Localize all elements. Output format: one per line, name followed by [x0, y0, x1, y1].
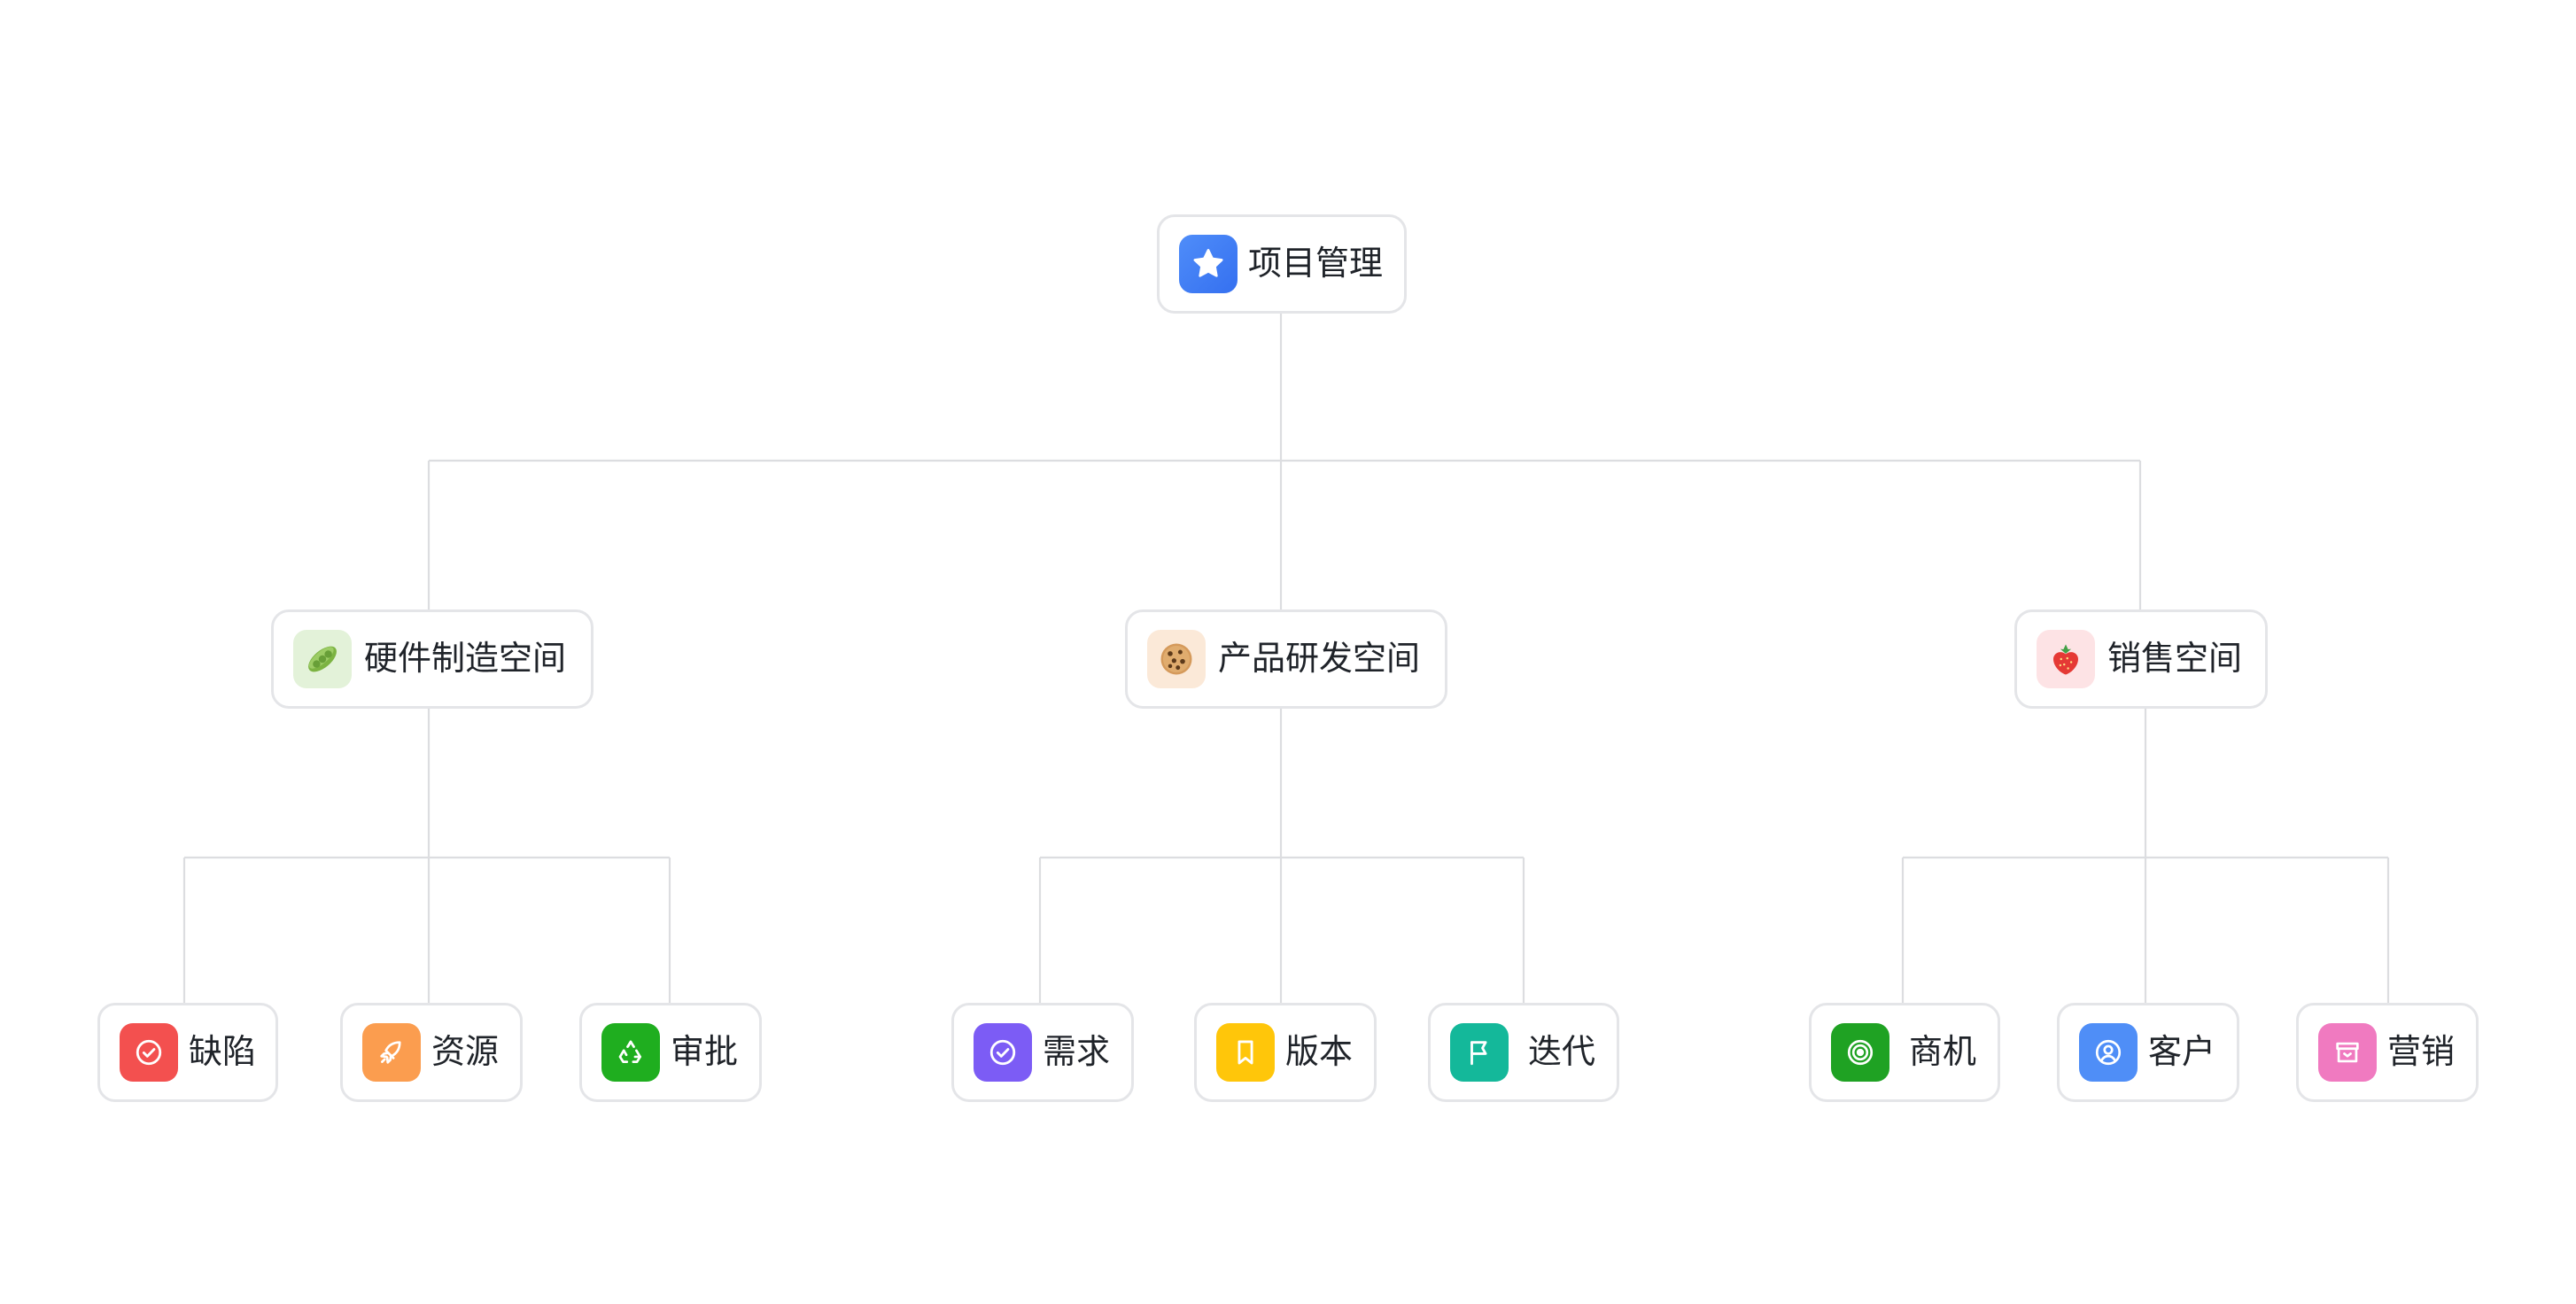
item-label-version: 版本: [1285, 1034, 1354, 1071]
item-label-approval: 审批: [671, 1034, 739, 1071]
star-icon: [1179, 235, 1238, 293]
flag-icon: [1450, 1023, 1509, 1082]
space-label-hardware: 硬件制造空间: [364, 640, 567, 678]
item-label-defect: 缺陷: [189, 1034, 257, 1071]
bookmark-icon: [1216, 1023, 1275, 1082]
space-node-product[interactable]: 产品研发空间: [1125, 609, 1447, 709]
item-node-marketing[interactable]: 营销: [2296, 1003, 2479, 1102]
item-label-opportunity: 商机: [1909, 1034, 1977, 1071]
item-node-resource[interactable]: 资源: [340, 1003, 523, 1102]
item-label-iteration: 迭代: [1528, 1034, 1596, 1071]
space-node-hardware[interactable]: 硬件制造空间: [271, 609, 594, 709]
edamame-emoji-icon: [293, 630, 352, 688]
user-circle-icon: [2079, 1023, 2138, 1082]
item-node-requirement[interactable]: 需求: [951, 1003, 1134, 1102]
space-label-sales: 销售空间: [2107, 640, 2243, 678]
root-node-label: 项目管理: [1248, 245, 1384, 283]
space-node-sales[interactable]: 销售空间: [2014, 609, 2268, 709]
item-node-iteration[interactable]: 迭代: [1428, 1003, 1619, 1102]
recycle-icon: [601, 1023, 660, 1082]
cookie-emoji-icon: [1147, 630, 1206, 688]
strawberry-emoji-icon: [2037, 630, 2095, 688]
rocket-icon: [362, 1023, 421, 1082]
space-label-product: 产品研发空间: [1218, 640, 1421, 678]
item-label-customer: 客户: [2148, 1034, 2216, 1071]
target-icon: [1831, 1023, 1889, 1082]
item-node-defect[interactable]: 缺陷: [97, 1003, 278, 1102]
item-node-approval[interactable]: 审批: [579, 1003, 762, 1102]
root-node-project-management[interactable]: 项目管理: [1157, 214, 1407, 314]
item-node-opportunity[interactable]: 商机: [1809, 1003, 2000, 1102]
item-label-marketing: 营销: [2387, 1034, 2456, 1071]
item-node-customer[interactable]: 客户: [2057, 1003, 2239, 1102]
check-circle-icon: [120, 1023, 178, 1082]
item-label-resource: 资源: [431, 1034, 500, 1071]
item-label-requirement: 需求: [1043, 1034, 1111, 1071]
item-node-version[interactable]: 版本: [1194, 1003, 1377, 1102]
check-circle-icon: [974, 1023, 1032, 1082]
archive-box-icon: [2318, 1023, 2377, 1082]
